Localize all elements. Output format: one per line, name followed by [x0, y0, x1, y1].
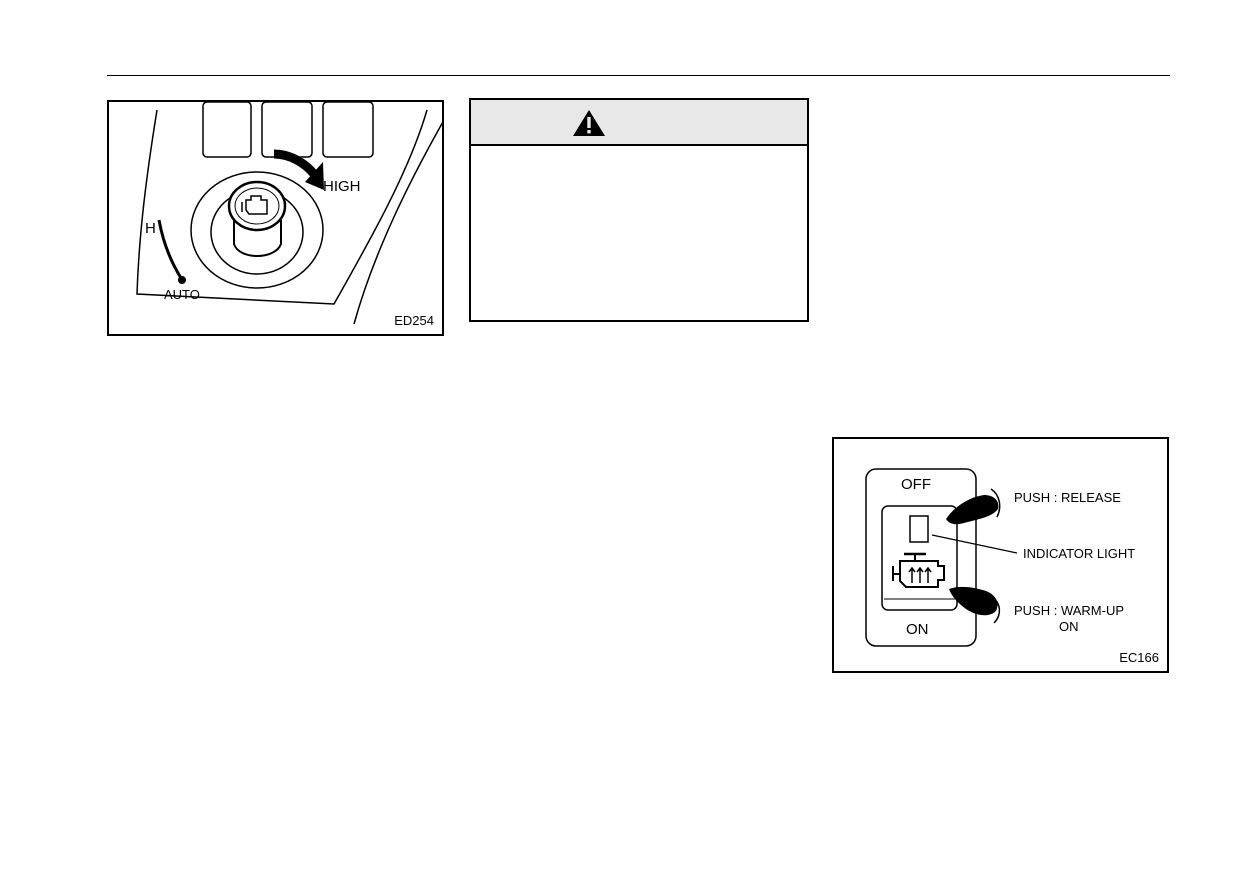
label-indicator-light: INDICATOR LIGHT	[1023, 546, 1136, 561]
dial-illustration	[136, 102, 442, 325]
label-off: OFF	[901, 476, 931, 493]
warning-triangle-icon	[573, 110, 605, 136]
label-warmup-on: ON	[1059, 619, 1079, 634]
label-push-release: PUSH : RELEASE	[1014, 490, 1121, 505]
figure-code: ED254	[394, 313, 434, 328]
figure-warmup-dial: HIGH H AUTO ED254	[107, 100, 444, 336]
switch-illustration	[865, 468, 1018, 647]
label-on: ON	[906, 621, 929, 638]
label-push-warmup: PUSH : WARM-UP	[1014, 603, 1125, 618]
figure-code: EC166	[1119, 650, 1159, 665]
caution-box	[469, 98, 809, 322]
label-auto: AUTO	[164, 287, 200, 302]
caution-header	[471, 100, 807, 146]
figure-warmup-switch: OFF ON PUSH : RELEASE INDICATOR LIGHT PU…	[832, 437, 1169, 673]
label-h: H	[145, 220, 156, 237]
header-rule	[107, 75, 1170, 76]
label-high: HIGH	[323, 178, 361, 195]
